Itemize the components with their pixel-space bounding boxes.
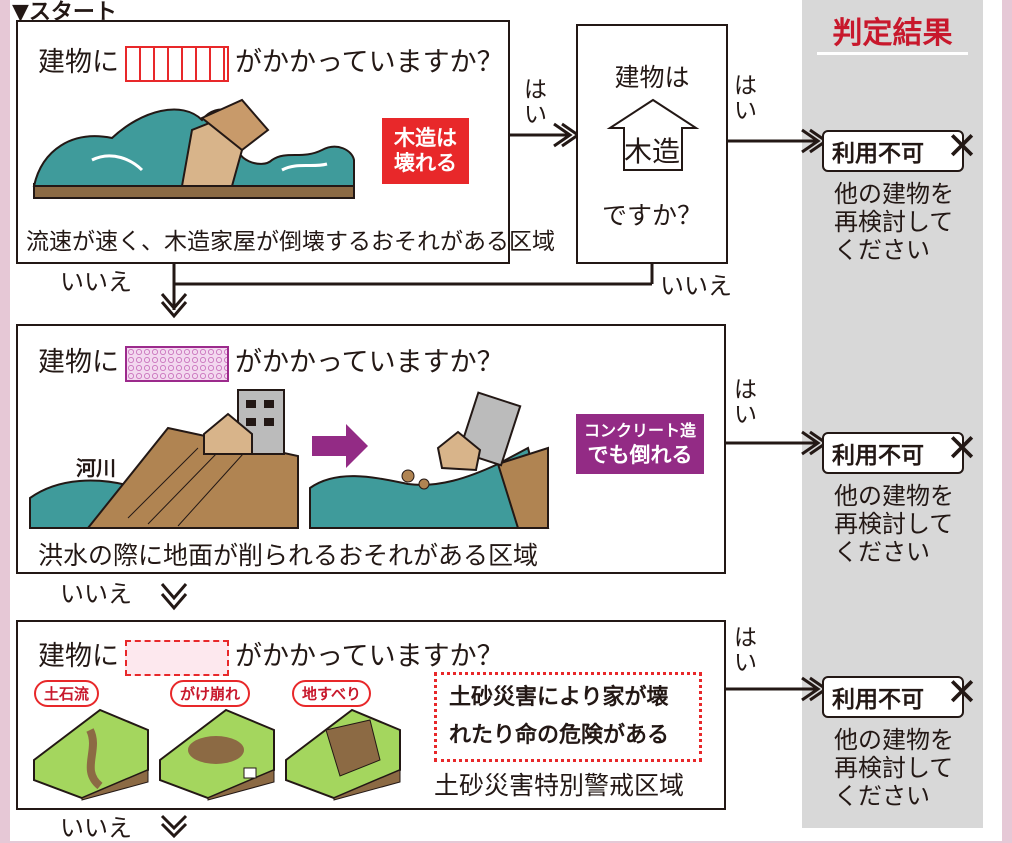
result-1-line2: 再検討して [834,208,954,236]
x-icon: ✕ [946,124,978,168]
result-2-message: 他の建物を 再検討して ください [834,482,992,566]
landslide-zone-swatch [125,639,229,676]
section1-yes-arrow [510,122,581,148]
section2-no-arrow [160,583,188,611]
section3-question-prefix: 建物に [38,641,119,672]
result-2-badge-text: 利用不可 [832,443,924,469]
result-3-message: 他の建物を 再検討して ください [834,726,992,810]
wood-check-yes-arrow [728,128,829,154]
wood-check-middle: 木造 [623,135,680,168]
x-icon: ✕ [946,426,978,470]
result-1-line1: 他の建物を [834,180,954,208]
wood-collapse-badge-line1: 木造は [394,126,457,150]
section3-question-suffix: がかかっていますか？ [235,641,504,672]
result-3-badge: 利用不可 ✕ [822,670,978,718]
wood-check-no-label: いいえ [660,272,732,300]
result-2-line2: 再検討して [834,510,954,538]
result-3-line1: 他の建物を [834,726,954,754]
section3-caption: 土砂災害特別警戒区域 [434,771,685,800]
result-3-badge-text: 利用不可 [832,687,924,713]
result-2-badge: 利用不可 ✕ [822,426,978,474]
landslide-pill: 地すべり [292,680,371,707]
x-icon: ✕ [946,670,978,714]
result-3-line3: ください [834,782,930,810]
section3-no-arrow [160,814,188,839]
tsunami-house-illustration [32,98,355,199]
concrete-collapse-badge-line2: でも倒れる [587,443,693,467]
result-1-line3: ください [834,236,930,264]
result-3-line2: 再検討して [834,754,954,782]
result-2: 利用不可 ✕ 他の建物を 再検討して ください [822,426,992,566]
river-label: 河川 [76,456,116,480]
section1-question-suffix: がかかっていますか？ [235,47,504,78]
section2-question-prefix: 建物に [38,347,119,378]
section1-no-label: いいえ [60,268,132,296]
section2-no-label: いいえ [60,580,132,608]
landslide-warning-line1: 土砂災害により家が壊 [449,685,669,710]
result-1-badge-text: 利用不可 [832,141,924,167]
no-merge-connector [160,264,654,319]
flood-zone-swatch [125,45,229,82]
wood-check-bottom: ですか？ [601,201,702,230]
debris-flow-pill: 土石流 [34,680,100,707]
erosion-illustration [29,389,550,529]
concrete-collapse-badge-line1: コンクリート造 [584,421,697,440]
wood-check-yes-label: は い [734,73,757,124]
result-1-badge: 利用不可 ✕ [822,124,978,172]
section3-yes-arrow [726,676,829,702]
result-3: 利用不可 ✕ 他の建物を 再検討して ください [822,670,992,810]
result-column-title: 判定結果 [832,16,953,51]
house-outline-icon [606,98,700,171]
section3-no-label: いいえ [60,814,132,842]
page: 判定結果 ▼スタート 建物にがかかっていますか？ 木造は 壊れる 流速が速く、木… [10,0,1002,842]
section1-caption: 流速が速く、木造家屋が倒壊するおそれがある区域 [26,229,555,255]
wood-collapse-badge-line2: 壊れる [394,151,457,175]
result-1-message: 他の建物を 再検討して ください [834,180,992,264]
concrete-collapse-badge: コンクリート造 でも倒れる [576,414,705,474]
result-1: 利用不可 ✕ 他の建物を 再検討して ください [822,124,992,264]
section2-question: 建物に がかかっていますか？ [38,340,504,382]
result-2-line3: ください [834,538,930,566]
cliff-collapse-pill: がけ崩れ [170,680,251,707]
wood-check-top: 建物は [614,63,690,92]
section2-question-suffix: がかかっていますか？ [235,347,504,378]
landslide-warning-line2: れたり命の危険がある [449,723,670,748]
result-2-line1: 他の建物を [834,482,954,510]
wood-collapse-badge: 木造は 壊れる [382,118,469,184]
section1-question-prefix: 建物に [38,47,119,78]
erosion-zone-swatch [125,345,229,382]
section1-question: 建物に がかかっていますか？ [38,40,504,82]
landslide-warning-box: 土砂災害により家が壊 れたり命の危険がある [434,672,702,762]
title-divider [817,52,968,55]
landslide-illustrations [33,708,401,801]
section2-caption: 洪水の際に地面が削られるおそれがある区域 [38,541,539,570]
section3-yes-label: は い [734,625,757,676]
section2-yes-arrow [726,430,829,456]
section2-yes-label: は い [734,377,757,428]
section3-question: 建物に がかかっていますか？ [38,634,504,676]
section1-yes-label: は い [524,77,547,128]
